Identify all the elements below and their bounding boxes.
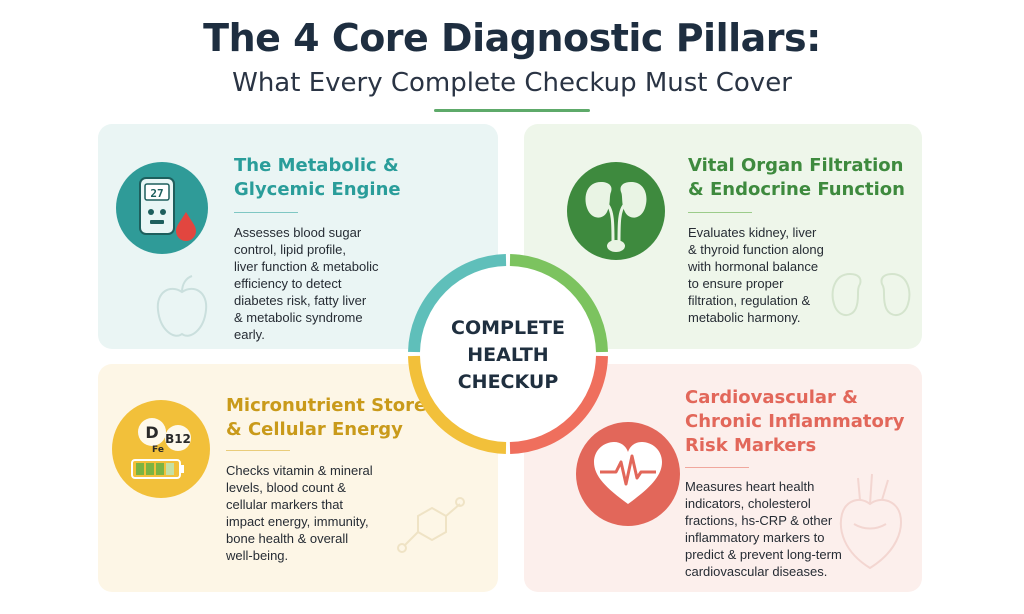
anatomical-heart-icon xyxy=(839,473,902,570)
pillar-card-metabolic: 27 The Metabolic & Glycemic Engine Asses… xyxy=(98,124,498,349)
pillar-description: Assesses blood sugar control, lipid prof… xyxy=(234,225,379,342)
center-ring xyxy=(408,254,608,454)
page-subtitle: What Every Complete Checkup Must Cover xyxy=(232,68,792,98)
molecule-icon xyxy=(397,497,465,553)
heart-pulse-icon xyxy=(576,422,680,526)
ring-segment-teal xyxy=(408,254,507,353)
ring-segment-green xyxy=(509,254,608,353)
svg-text:27: 27 xyxy=(150,187,163,200)
title-divider xyxy=(688,212,752,213)
pillar-title: Vital Organ Filtration & Endocrine Funct… xyxy=(688,155,905,200)
kidney-outline-icon xyxy=(831,272,911,316)
pillar-description: Checks vitamin & mineral levels, blood c… xyxy=(226,463,373,563)
vitamin-b12-label: B12 xyxy=(165,432,191,446)
page-title: The 4 Core Diagnostic Pillars: xyxy=(203,16,821,60)
center-label: COMPLETE HEALTH CHECKUP xyxy=(451,317,565,393)
ring-segment-coral xyxy=(509,355,608,454)
title-divider xyxy=(226,450,290,451)
apple-icon xyxy=(156,275,208,337)
pillar-title: The Metabolic & Glycemic Engine xyxy=(234,155,401,200)
title-divider xyxy=(685,467,749,468)
vitamin-d-label: D xyxy=(145,423,158,442)
kidney-icon xyxy=(567,162,665,260)
pillar-card-micronutrient: D B12 Fe Micronutrient Stores & Cellular… xyxy=(98,364,498,592)
vitamin-battery-icon: D B12 Fe xyxy=(112,400,210,498)
ring-segment-amber xyxy=(408,355,507,454)
pillar-title: Micronutrient Stores & Cellular Energy xyxy=(226,395,437,440)
pillar-title: Cardiovascular & Chronic Inflammatory Ri… xyxy=(685,387,905,456)
pillar-description: Evaluates kidney, liver & thyroid functi… xyxy=(688,225,824,325)
pillar-description: Measures heart health indicators, choles… xyxy=(685,479,842,579)
title-divider xyxy=(234,212,298,213)
title-underline xyxy=(434,109,590,112)
glucose-meter-icon: 27 xyxy=(116,162,208,254)
iron-fe-label: Fe xyxy=(152,445,164,455)
